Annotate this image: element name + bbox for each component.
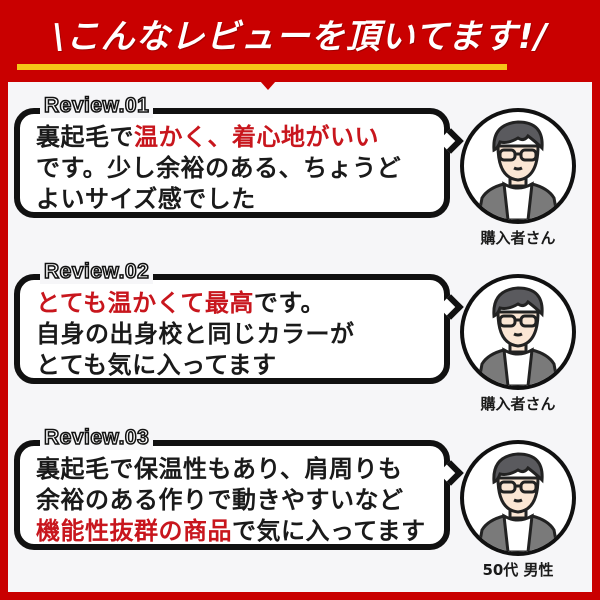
avatar-illustration [476, 286, 560, 386]
panel-notch [260, 81, 276, 90]
speech-bubble: 裏起毛で温かく、着心地がいい です。少し余裕のある、ちょうど よいサイズ感でした [14, 108, 450, 218]
review-line: 自身の出身校と同じカラーが [36, 319, 444, 350]
review-text: 裏起毛で [36, 123, 134, 151]
reviewer-label: 購入者さん [480, 395, 556, 413]
avatar-illustration [476, 120, 560, 220]
review-text: 自身の出身校と同じカラーが [36, 320, 355, 348]
man-with-glasses-avatar-icon [460, 274, 576, 390]
review-line: とても気に入ってます [36, 350, 444, 381]
review-line: 裏起毛で温かく、着心地がいい [36, 122, 444, 153]
reviews-panel: 裏起毛で温かく、着心地がいい です。少し余裕のある、ちょうど よいサイズ感でした… [8, 81, 592, 592]
review-line: 裏起毛で保温性もあり、肩周りも [36, 454, 444, 485]
review-tag: Review.03 [40, 425, 154, 450]
title-underline [17, 64, 507, 70]
review-line: よいサイズ感でした [36, 184, 444, 215]
review-line: 余裕のある作りで動きやすいなど [36, 485, 444, 516]
review-text: よいサイズ感でした [36, 185, 256, 213]
header-banner: \こんなレビューを頂いてます!/ [0, 0, 600, 80]
page-title: \こんなレビューを頂いてます!/ [52, 17, 548, 57]
review-line: 機能性抜群の商品で気に入ってます [36, 516, 444, 547]
review-text: です。少し余裕のある、ちょうど [36, 154, 402, 182]
speech-bubble: とても温かくて最高です。 自身の出身校と同じカラーが とても気に入ってます [14, 274, 450, 384]
review-text: 余裕のある作りで動きやすいなど [36, 486, 404, 514]
review-card-3: 裏起毛で保温性もあり、肩周りも 余裕のある作りで動きやすいなど 機能性抜群の商品… [8, 422, 592, 582]
man-with-glasses-avatar-icon [460, 108, 576, 224]
review-tag: Review.02 [40, 259, 154, 284]
review-card-1: 裏起毛で温かく、着心地がいい です。少し余裕のある、ちょうど よいサイズ感でした… [8, 90, 592, 250]
review-highlight: 温かく、着心地がいい [134, 123, 379, 151]
review-tag: Review.01 [40, 93, 154, 118]
review-line: とても温かくて最高です。 [36, 288, 444, 319]
review-text: で気に入ってます [232, 517, 426, 545]
review-line: です。少し余裕のある、ちょうど [36, 153, 444, 184]
reviewer-label: 50代 男性 [482, 561, 554, 579]
review-highlight: とても温かくて最高 [36, 289, 254, 317]
review-card-2: とても温かくて最高です。 自身の出身校と同じカラーが とても気に入ってます Re… [8, 256, 592, 416]
reviewer-label: 購入者さん [480, 229, 556, 247]
review-text: とても気に入ってます [36, 351, 277, 379]
review-highlight: 機能性抜群の商品 [36, 517, 232, 545]
review-text: です。 [253, 289, 325, 317]
review-text: 裏起毛で保温性もあり、肩周りも [36, 455, 403, 483]
avatar-illustration [476, 452, 560, 552]
man-with-glasses-avatar-icon [460, 440, 576, 556]
speech-bubble: 裏起毛で保温性もあり、肩周りも 余裕のある作りで動きやすいなど 機能性抜群の商品… [14, 440, 450, 550]
